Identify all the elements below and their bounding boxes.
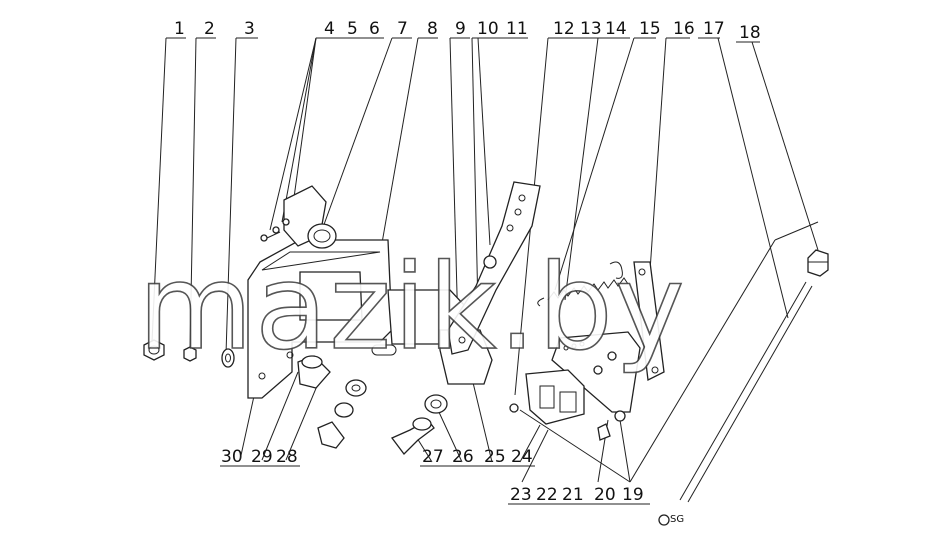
callout-21: 21: [562, 485, 584, 505]
callout-7: 7: [397, 19, 408, 39]
callout-27: 27: [422, 447, 444, 467]
callout-8: 8: [427, 19, 438, 39]
washer-3: [221, 348, 235, 368]
callout-17: 17: [703, 19, 725, 39]
callout-12: 12: [553, 19, 575, 39]
link-rod: [633, 261, 665, 381]
callout-1: 1: [174, 19, 185, 39]
callout-15: 15: [639, 19, 661, 39]
leader-lines: [151, 37, 819, 483]
return-spring: [537, 261, 629, 307]
brake-switch-block: [509, 369, 585, 425]
callout-2: 2: [204, 19, 215, 39]
callout-23: 23: [510, 485, 532, 505]
callout-4: 4: [324, 19, 335, 39]
switch-mounting-plate: [551, 331, 641, 413]
pipe-end: [658, 514, 670, 526]
callout-5: 5: [347, 19, 358, 39]
callout-6: 6: [369, 19, 380, 39]
callout-13: 13: [580, 19, 602, 39]
callout-10: 10: [477, 19, 499, 39]
bolt-28: [297, 355, 331, 389]
bolt-27: [390, 417, 435, 455]
callout-9: 9: [455, 19, 466, 39]
callout-underlines: [220, 465, 650, 505]
callout-20: 20: [594, 485, 616, 505]
washer-26-left: [345, 379, 367, 397]
callout-25: 25: [484, 447, 506, 467]
pedal-bracket: [247, 239, 493, 399]
screw-20: [597, 410, 626, 441]
pedal-lever: [447, 181, 541, 355]
pedal-position-sensor: [260, 185, 337, 249]
pipe-fitting: [807, 249, 829, 277]
callout-11: 11: [506, 19, 528, 39]
callout-row-top: 1 2 3 4 5 6 7 8 9 10 11 12 13 14 15 16 1…: [174, 19, 761, 43]
callout-26: 26: [452, 447, 474, 467]
bolt-27-left: [317, 421, 345, 449]
callout-16: 16: [673, 19, 695, 39]
callout-30: 30: [221, 447, 243, 467]
nut-2: [183, 346, 197, 362]
washer-26: [424, 394, 448, 414]
nut-1: [143, 339, 165, 361]
callout-3: 3: [244, 19, 255, 39]
callout-18: 18: [739, 23, 761, 43]
brake-pipe: [679, 281, 813, 503]
nut-27-left: [334, 402, 354, 418]
callout-29: 29: [251, 447, 273, 467]
callout-row-bottom: 30 29 28 27 26 25 24 23 22 21 20 19: [221, 447, 644, 505]
watermark-text: mazik.by: [138, 238, 687, 376]
callout-14: 14: [605, 19, 627, 39]
callout-22: 22: [536, 485, 558, 505]
footer-mark: SG: [670, 514, 684, 525]
callout-19: 19: [622, 485, 644, 505]
callout-24: 24: [511, 447, 533, 467]
